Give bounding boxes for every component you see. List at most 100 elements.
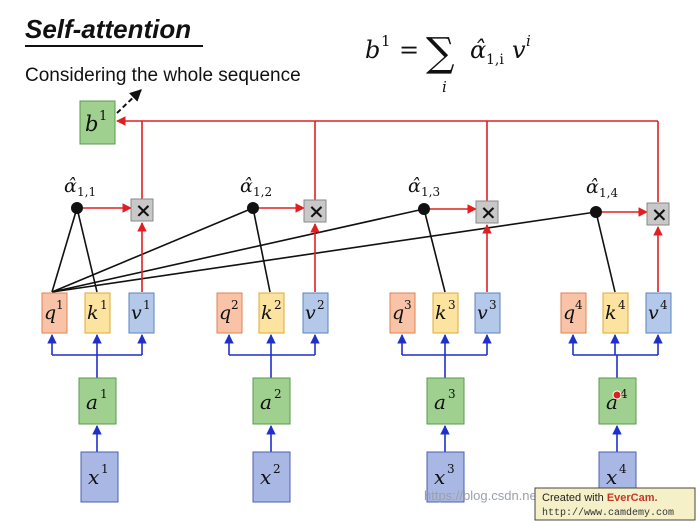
- k4-sup: 4: [618, 298, 626, 312]
- v2-box: [302, 292, 329, 334]
- v1-sup: 1: [143, 298, 151, 312]
- k1-box: [84, 292, 111, 334]
- q2-box: [216, 292, 243, 334]
- v1-label: v: [131, 302, 142, 324]
- x3-box: [426, 451, 465, 503]
- formula-v: v: [512, 36, 526, 64]
- k3-sup: 3: [448, 298, 456, 312]
- q4-box: [560, 292, 587, 334]
- formula: b 1 = ∑ i α̂ 1,i v i: [365, 30, 531, 96]
- column-1: α̂ 1,1 × q 1 k 1 v 1 a 1 x 1: [41, 175, 155, 503]
- x2-label: x: [260, 465, 271, 489]
- multiply-2-icon: ×: [308, 199, 325, 223]
- q3-box: [389, 292, 416, 334]
- q1-to-dot4: [51, 211, 597, 293]
- q4-label: q: [563, 302, 575, 324]
- caption-box: [534, 487, 696, 521]
- alpha-2-node: [247, 202, 259, 214]
- formula-sum: ∑: [426, 30, 455, 76]
- formula-v-sup: i: [526, 32, 531, 50]
- multiply-1-box: [130, 198, 154, 222]
- x2-box: [252, 451, 291, 503]
- multiply-4-icon: ×: [651, 202, 668, 226]
- q3-sup: 3: [404, 298, 412, 312]
- v1-box: [128, 292, 155, 334]
- k4-label: k: [605, 302, 617, 324]
- q1-to-dot2: [51, 207, 254, 293]
- alpha-2-label: α̂: [240, 175, 253, 197]
- formula-equals: =: [399, 36, 419, 64]
- k2-sup: 2: [274, 298, 282, 312]
- k1-label: k: [87, 302, 99, 324]
- formula-alpha: α̂: [470, 36, 486, 64]
- alpha-3-node: [418, 203, 430, 215]
- slide-title: Self-attention: [25, 14, 191, 44]
- q1-label: q: [44, 302, 56, 324]
- alpha-3-sub: 1,3: [421, 185, 440, 199]
- column-3: α̂ 1,3 × q 3 k 3 v 3 a 3 x 3: [389, 175, 501, 503]
- x3-label: x: [434, 465, 445, 489]
- alpha-2-sub: 1,2: [253, 185, 272, 199]
- caption-line1: Created with EverCam.: [542, 492, 658, 504]
- q1-to-dot1: [51, 207, 78, 293]
- output-b-sup: 1: [99, 109, 107, 124]
- k2-to-dot2: [252, 207, 271, 293]
- k2-box: [258, 292, 285, 334]
- q1-to-dot3: [51, 208, 425, 293]
- alpha-4-sub: 1,4: [599, 186, 618, 200]
- x1-sup: 1: [101, 462, 109, 476]
- formula-lhs: b: [365, 36, 380, 64]
- k1-to-dot1: [76, 207, 98, 293]
- x3-sup: 3: [447, 462, 455, 476]
- k3-box: [432, 292, 459, 334]
- a3-sup: 3: [448, 387, 456, 401]
- multiply-4-box: [646, 202, 670, 226]
- x2-sup: 2: [273, 462, 281, 476]
- a4-box: [598, 377, 637, 425]
- x1-label: x: [88, 465, 99, 489]
- q2-label: q: [219, 302, 231, 324]
- output-sum-lines: [116, 116, 659, 202]
- q4-sup: 4: [575, 298, 583, 312]
- alpha-1-sub: 1,1: [77, 185, 96, 199]
- v3-box: [474, 292, 501, 334]
- alpha-1-label: α̂: [64, 175, 77, 197]
- evercam-caption: Created with EverCam. http://www.camdemy…: [534, 487, 696, 521]
- a2-label: a: [260, 390, 272, 414]
- k4-box: [602, 292, 629, 334]
- a1-sup: 1: [100, 387, 108, 401]
- slide-subtitle: Considering the whole sequence: [25, 65, 301, 86]
- a2-sup: 2: [274, 387, 282, 401]
- a3-box: [426, 377, 465, 425]
- a3-label: a: [434, 390, 446, 414]
- alpha-1-node: [71, 202, 83, 214]
- consider-arrow: [116, 89, 142, 114]
- caption-brand: EverCam.: [607, 492, 658, 504]
- a1-label: a: [86, 390, 98, 414]
- formula-sum-sub: i: [442, 78, 447, 96]
- column-2: α̂ 1,2 × q 2 k 2 v 2 a 2 x 2: [216, 175, 329, 503]
- multiply-3-box: [475, 200, 499, 224]
- q1-sup: 1: [56, 298, 64, 312]
- multiply-1-icon: ×: [135, 198, 152, 222]
- a4-label: a: [606, 390, 618, 414]
- v4-label: v: [648, 302, 659, 324]
- caption-line2: http://www.camdemy.com: [542, 507, 674, 519]
- alpha-3-label: α̂: [408, 175, 421, 197]
- watermark-text: https://blog.csdn.net/...: [424, 488, 555, 503]
- a4-sup: 4: [620, 387, 628, 401]
- output-b1-box: [79, 100, 116, 145]
- v2-label: v: [305, 302, 316, 324]
- k1-sup: 1: [100, 298, 108, 312]
- k3-label: k: [435, 302, 447, 324]
- v3-label: v: [477, 302, 488, 324]
- v2-sup: 2: [317, 298, 325, 312]
- v3-sup: 3: [489, 298, 497, 312]
- column-4: α̂ 1,4 × q 4 k 4 v 4 a 4 x 4: [560, 176, 672, 503]
- v4-sup: 4: [660, 298, 668, 312]
- k2-label: k: [261, 302, 273, 324]
- caption-prefix: Created with: [542, 492, 607, 504]
- alpha-4-label: α̂: [586, 176, 599, 198]
- x4-sup: 4: [619, 462, 627, 476]
